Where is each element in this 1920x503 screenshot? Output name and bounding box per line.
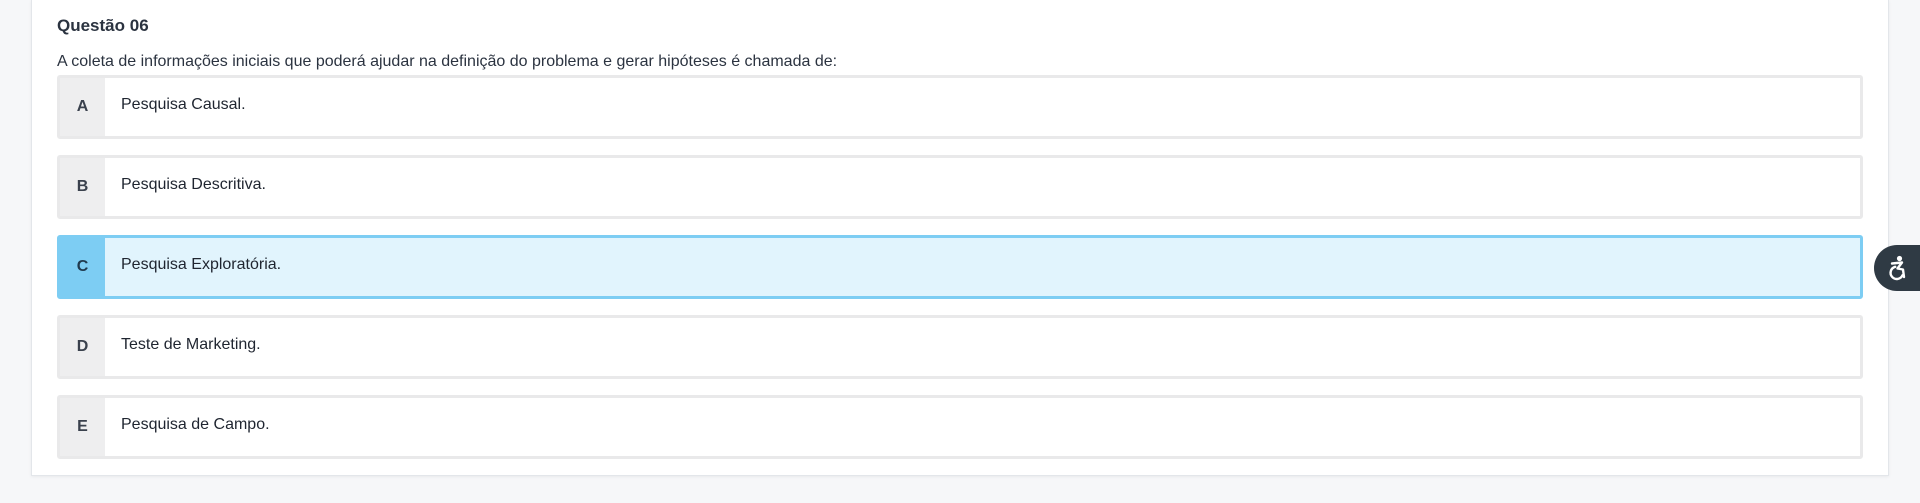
accessibility-icon [1889,255,1906,281]
option-letter: C [60,238,105,296]
option-b[interactable]: B Pesquisa Descritiva. [57,155,1863,219]
option-e[interactable]: E Pesquisa de Campo. [57,395,1863,459]
question-title: Questão 06 [57,16,149,35]
option-a[interactable]: A Pesquisa Causal. [57,75,1863,139]
option-letter: B [60,158,105,216]
option-letter: A [60,78,105,136]
option-text: Teste de Marketing. [121,336,261,353]
option-text: Pesquisa Descritiva. [121,176,266,193]
option-text: Pesquisa Exploratória. [121,256,282,273]
option-letter: D [60,318,105,376]
option-d[interactable]: D Teste de Marketing. [57,315,1863,379]
accessibility-button[interactable] [1874,245,1920,291]
option-letter: E [60,398,105,456]
option-c[interactable]: C Pesquisa Exploratória. [57,235,1863,299]
answer-options: A Pesquisa Causal. B Pesquisa Descritiva… [57,75,1863,475]
question-text: A coleta de informações iniciais que pod… [57,53,838,70]
option-text: Pesquisa Causal. [121,96,246,113]
option-text: Pesquisa de Campo. [121,416,270,433]
